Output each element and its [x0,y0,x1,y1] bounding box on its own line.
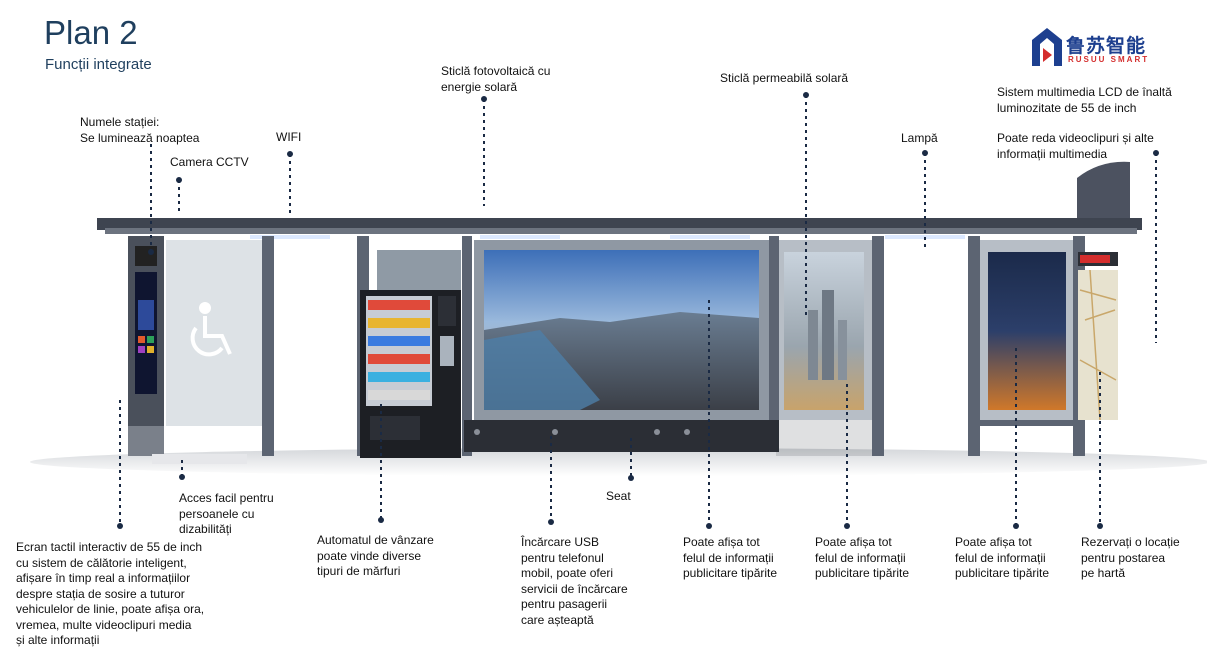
r-shield-logo-icon [1032,28,1062,66]
label-usb: Încărcare USB pentru telefonul mobil, po… [521,535,628,627]
roof-light-1 [250,235,330,239]
post-5 [872,236,884,456]
vending-row-4 [368,354,430,364]
poster-1-tower-a [808,310,818,380]
touchscreen-tile-3 [138,346,145,353]
label-pv-glass: Sticlă fotovoltaică cu energie solară [441,64,551,94]
ground-shadow [30,448,1207,476]
station-name-panel [135,246,157,266]
page-subtitle: Funcții integrate [45,56,152,73]
vending-row-2 [368,318,430,328]
usb-port-1 [474,429,480,435]
vending-row-6 [368,390,430,400]
brand-logo: 鲁苏智能 RUSUU SMART [1030,26,1160,70]
touchscreen-tile-2 [147,336,154,343]
poster-2-base [980,420,1073,426]
map-roads [1079,269,1117,421]
usb-port-4 [684,429,690,435]
label-wifi: WIFI [276,130,302,144]
roof-light-2 [480,235,560,239]
leader-lines [117,92,1159,529]
poster-1-tower-c [838,320,847,380]
label-seat: Seat [606,489,631,503]
roof-light-3 [670,235,750,239]
bench-seat [464,420,779,452]
vending-window [366,296,432,406]
label-multimedia: Poate reda videoclipuri și alte informaț… [997,131,1154,161]
label-access: Acces facil pentru persoanele cu dizabil… [179,491,274,536]
glass-panel-left [166,240,262,426]
label-lamp: Lampă [901,131,938,145]
label-ad-1: Poate afișa tot felul de informații publ… [683,535,778,580]
vending-dispenser [370,416,420,440]
billboard-river [484,330,600,410]
poster-1-base [776,420,872,456]
post-1 [262,236,274,456]
label-vending: Automatul de vânzare poate vinde diverse… [317,533,434,578]
post-3 [462,236,472,456]
vending-row-5 [368,372,430,382]
label-solar-glass: Sticlă permeabilă solară [720,71,849,85]
vending-row-1 [368,300,430,310]
lcd-tower-housing [1077,161,1130,222]
accessibility-floor-mark [152,454,247,464]
kiosk-base [128,426,164,456]
label-touchscreen: Ecran tactil interactiv de 55 de inch cu… [16,540,205,647]
usb-port-2 [552,429,558,435]
vending-row-3 [368,336,430,346]
vending-screen [440,336,454,366]
label-ad-2: Poate afișa tot felul de informații publ… [815,535,910,580]
touchscreen-tile-4 [147,346,154,353]
logo-chinese-text: 鲁苏智能 [1066,36,1147,57]
touchscreen-widget [138,300,154,330]
touchscreen-tile-1 [138,336,145,343]
label-station-name: Numele stației: Se luminează noaptea [80,115,200,145]
post-4 [769,236,779,426]
label-map: Rezervați o locație pentru postarea pe h… [1081,535,1180,580]
vending-control-panel [438,296,456,326]
wheelchair-icon [190,302,232,357]
logo-latin-text: RUSUU SMART [1068,55,1150,64]
poster-1-tower-b [822,290,834,380]
usb-port-3 [654,429,660,435]
poster-top-small [377,250,461,290]
post-6 [968,236,980,456]
label-cctv: Camera CCTV [170,155,249,169]
label-ad-3: Poate afișa tot felul de informații publ… [955,535,1050,580]
touchscreen-display [135,272,157,394]
label-lcd-system: Sistem multimedia LCD de înaltă luminozi… [997,85,1172,115]
page-title: Plan 2 [44,14,138,51]
roof-edge [105,228,1137,234]
roof [97,218,1142,230]
led-sign-text [1080,255,1110,263]
poster-image-2 [988,252,1066,410]
